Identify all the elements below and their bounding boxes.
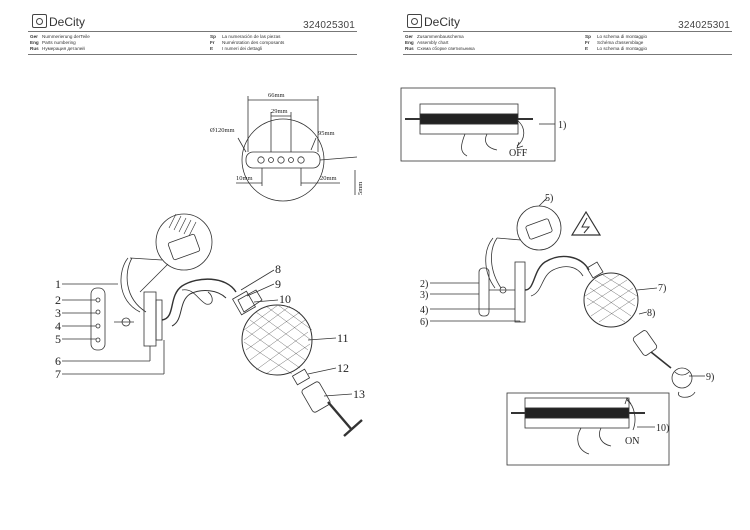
step-label: 1) — [558, 120, 566, 131]
brand-logo: DeCity — [32, 14, 85, 29]
part-label: 2 — [55, 293, 61, 307]
part-label: 3 — [55, 306, 61, 320]
step-label: 9) — [706, 372, 714, 383]
header-rule — [28, 31, 357, 32]
dim-120mm: Ø120mm — [210, 127, 235, 134]
dim-5mm: 5mm — [357, 182, 364, 195]
part-label: 1 — [55, 277, 61, 291]
legend-rule — [403, 54, 732, 55]
brand-name: DeCity — [424, 15, 461, 29]
decity-logo-icon — [32, 14, 47, 28]
switch-on-panel — [506, 392, 670, 466]
part-label: 10 — [279, 292, 291, 306]
decity-logo-icon — [407, 14, 422, 28]
header-rule — [403, 31, 732, 32]
assembly-diagram: 1) 2) 3) 4) 5) 6) 7) 8) 9) 10) OFF ON — [400, 87, 714, 466]
document-number: 324025301 — [678, 20, 730, 31]
brand-name: DeCity — [49, 15, 86, 29]
step-label: 6) — [420, 317, 428, 328]
mounting-plate-outline — [241, 118, 325, 202]
step-label: 7) — [658, 283, 666, 294]
step-label: 3) — [420, 290, 428, 301]
dim-10mm: 10mm — [236, 175, 253, 182]
dim-20mm: 20mm — [320, 175, 337, 182]
brand-logo: DeCity — [407, 14, 460, 29]
step-label: 2) — [420, 279, 428, 290]
document-number: 324025301 — [303, 20, 355, 31]
step-label: 4) — [420, 305, 428, 316]
step-label: 8) — [647, 308, 655, 319]
switch-off-panel — [400, 87, 556, 162]
terminal-strip-on — [511, 397, 645, 429]
switch-off-label: OFF — [509, 148, 528, 159]
legend-rule — [28, 54, 357, 55]
dim-29mm: 29mm — [271, 108, 288, 115]
step-label: 5) — [545, 193, 553, 204]
dim-95mm: 95mm — [318, 130, 335, 137]
part-label: 6 — [55, 354, 61, 368]
part-label: 8 — [275, 262, 281, 276]
part-label: 13 — [353, 387, 365, 401]
part-label: 9 — [275, 277, 281, 291]
part-label: 7 — [55, 367, 61, 381]
dim-66mm: 66mm — [268, 92, 285, 99]
part-label: 12 — [337, 361, 349, 375]
part-label: 4 — [55, 319, 61, 333]
hazard-triangle — [570, 210, 602, 236]
parts-diagram: 66mm 29mm Ø120mm 95mm 10mm 20mm 5mm 1 2 … — [55, 92, 365, 437]
part-label: 11 — [337, 331, 349, 345]
terminal-strip-off — [405, 103, 533, 135]
switch-on-label: ON — [625, 436, 639, 447]
part-label: 5 — [55, 332, 61, 346]
step-label: 10) — [656, 423, 669, 434]
